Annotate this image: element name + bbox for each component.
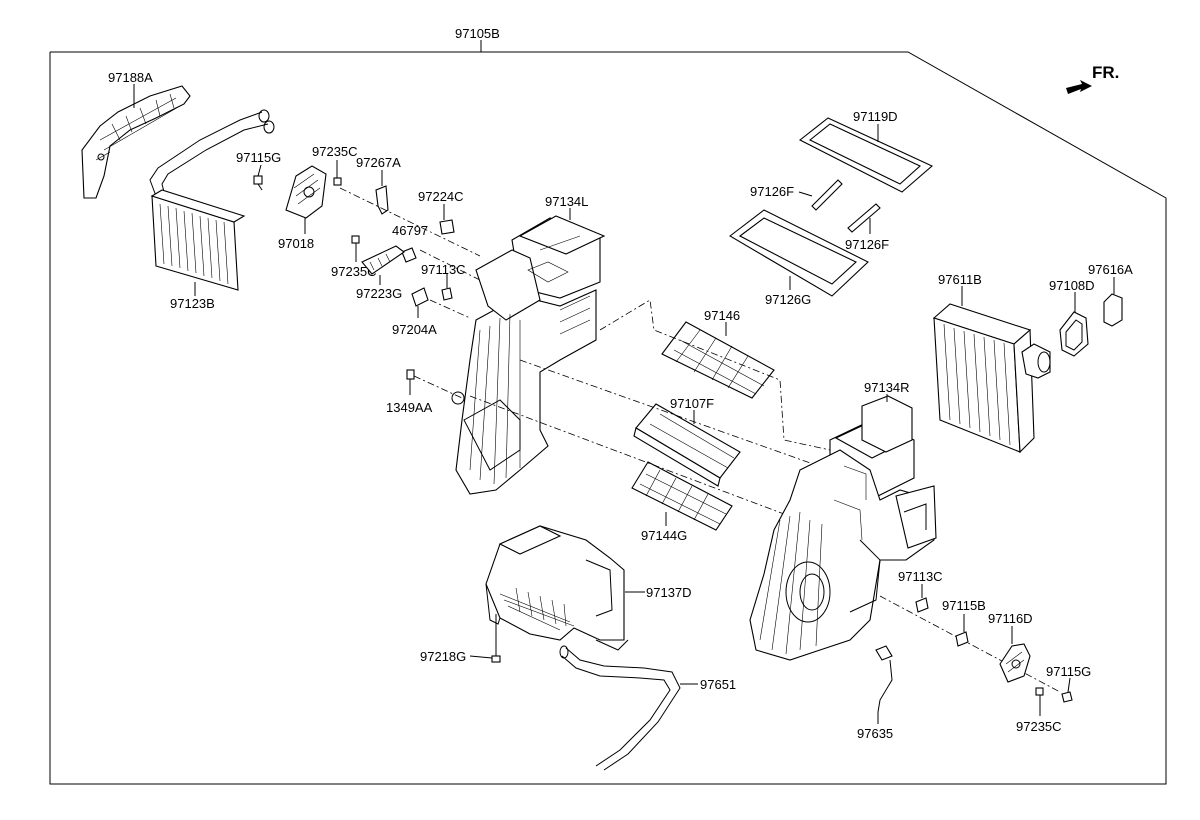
screw-97115B-drawing [955, 631, 969, 647]
label-97616A: 97616A [1088, 262, 1133, 277]
seal-ring-drawing [1059, 311, 1089, 357]
evaporator-drawing [932, 303, 1051, 454]
assembly-line [413, 375, 463, 399]
label-97188A: 97188A [108, 70, 153, 85]
sensor-wire-drawing [875, 645, 893, 713]
label-97115G-a: 97115G [236, 150, 281, 165]
leader-97115G-b [1067, 677, 1071, 693]
door-97107F-drawing [633, 403, 741, 487]
filter-frame-97119D-drawing [798, 117, 934, 193]
heater-core-drawing [149, 109, 275, 291]
label-97108D: 97108D [1049, 278, 1095, 293]
label-97113C-b: 97113C [898, 569, 943, 584]
screw-97218G-drawing [491, 614, 501, 663]
label-97123B: 97123B [170, 296, 215, 311]
lower-case-drawing [485, 525, 629, 651]
lever-drawing [375, 185, 389, 215]
assembly-line [339, 187, 481, 257]
screw-97235C-a-drawing [333, 177, 342, 186]
label-97144G: 97144G [641, 528, 687, 543]
label-97126F-b: 97126F [845, 237, 889, 252]
label-97018: 97018 [278, 236, 314, 251]
assembly-line [429, 299, 471, 319]
front-direction-label: FR. [1092, 63, 1119, 82]
label-97635: 97635 [857, 726, 893, 741]
leader-97126F-a [798, 191, 813, 197]
label-97113C-a: 97113C [421, 262, 466, 277]
label-97115B: 97115B [942, 598, 986, 613]
leader-97115G-a [257, 164, 262, 177]
part-97204A-drawing [411, 287, 429, 307]
label-97105B: 97105B [455, 26, 500, 41]
label-97134R: 97134R [864, 380, 910, 395]
assembly-line [599, 299, 831, 451]
actuator-drawing [285, 165, 327, 219]
cap-97616A-drawing [1103, 293, 1123, 327]
filter-strip-a-drawing [811, 179, 843, 211]
clip-97224C-drawing [439, 219, 455, 235]
label-97224C: 97224C [418, 189, 464, 204]
filter-frame-97126G-drawing [729, 209, 869, 297]
label-1349AA: 1349AA [386, 400, 433, 415]
door-97144G-drawing [631, 461, 733, 531]
label-97223G: 97223G [356, 286, 402, 301]
assembly-line [519, 359, 831, 471]
label-97126F-a: 97126F [750, 184, 794, 199]
assembly-frame [49, 51, 1167, 785]
front-direction-arrow-icon [1066, 80, 1092, 94]
label-97126G: 97126G [765, 292, 811, 307]
label-97267A: 97267A [356, 155, 401, 170]
left-housing-drawing [451, 215, 606, 495]
label-46797: 46797 [392, 223, 428, 238]
link-97223G-drawing [361, 245, 405, 275]
label-97137D: 97137D [646, 585, 692, 600]
nut-1349AA-drawing [406, 369, 415, 380]
assembly-line [879, 595, 1061, 693]
label-97146: 97146 [704, 308, 740, 323]
screw-97235C-c-drawing [1035, 687, 1044, 696]
clip-97113C-a-drawing [441, 287, 453, 301]
clip-97113C-b-drawing [915, 597, 929, 613]
drain-hose-drawing [559, 645, 681, 771]
label-97204A: 97204A [392, 322, 437, 337]
filter-strip-b-drawing [847, 203, 881, 233]
right-housing-drawing [749, 395, 937, 661]
screw-97115G-b-drawing [1061, 691, 1073, 703]
door-97146-drawing [661, 321, 775, 399]
screw-97235C-b-drawing [351, 235, 360, 244]
label-97218G: 97218G [420, 649, 466, 664]
screw-drawing [253, 175, 263, 191]
label-97107F: 97107F [670, 396, 714, 411]
label-97235C-a: 97235C [312, 144, 358, 159]
assembly-line [469, 395, 801, 521]
leader-97218G [469, 655, 493, 659]
label-97235C-b: 97235C [331, 264, 377, 279]
label-97611B: 97611B [938, 272, 982, 287]
label-97134L: 97134L [545, 194, 588, 209]
label-97651: 97651 [700, 677, 736, 692]
label-97116D: 97116D [988, 611, 1033, 626]
label-97115G-b: 97115G [1046, 664, 1091, 679]
clip-46797-drawing [401, 247, 417, 263]
label-97119D: 97119D [853, 109, 898, 124]
actuator-97116D-drawing [999, 643, 1031, 683]
heater-bracket-drawing [81, 85, 191, 199]
label-97235C-c: 97235C [1016, 719, 1062, 734]
